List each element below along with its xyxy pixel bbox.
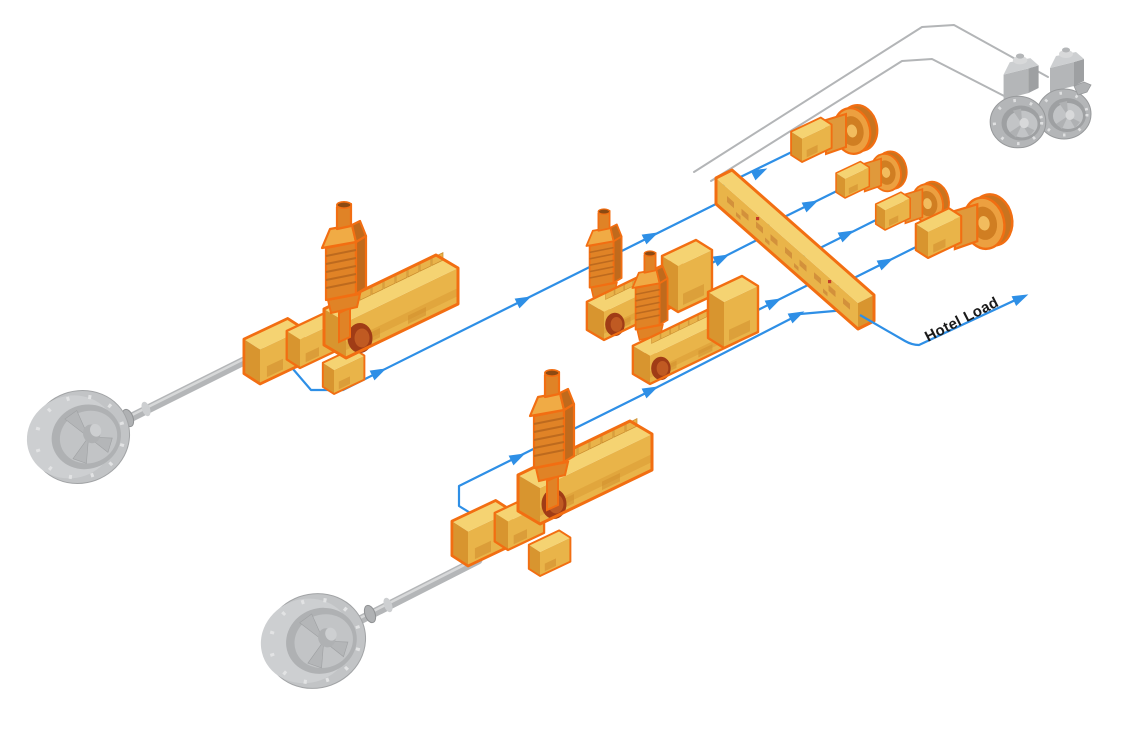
flow-arrow-icon [750, 163, 770, 181]
port-propulsion-line [12, 200, 458, 501]
consumer-motor-2-icon [836, 149, 910, 198]
cable [693, 24, 1049, 173]
flow-line-hotel-load [859, 295, 1025, 347]
starboard-propeller-icon [248, 579, 379, 703]
flow-arrow-icon [1011, 289, 1031, 307]
bow-thruster-1-icon [988, 51, 1048, 150]
switchboard-indicator [756, 217, 760, 221]
flow-arrow-icon [712, 249, 732, 267]
port-shaft [105, 347, 267, 433]
flow-arrow-icon [801, 195, 821, 213]
flow-arrow-icon [837, 225, 857, 243]
flow-arrow-icon [764, 293, 784, 311]
starboard-shaft [347, 555, 483, 629]
starboard-propulsion-line [248, 368, 652, 704]
switchboard-vents [727, 196, 850, 310]
flow-arrow-icon [641, 227, 661, 245]
switchboard-indicator [828, 280, 832, 284]
bow-thrusters [988, 46, 1093, 150]
port-propeller-icon [12, 374, 145, 501]
flow-arrow-icon [508, 448, 528, 466]
bow-thruster-cables [693, 24, 1049, 182]
flow-arrow-icon [514, 291, 534, 309]
consumer-units [791, 102, 1017, 258]
consumer-motor-1-icon [791, 102, 881, 162]
flow-arrow-icon [369, 363, 389, 381]
thruster-fitting [1073, 81, 1092, 96]
hotel-load-label: Hotel Load [922, 294, 1001, 346]
genset-1-alternator-icon [660, 238, 714, 314]
flow-arrow-icon [787, 306, 807, 324]
hotel-load-feeder: Hotel Load [859, 289, 1031, 347]
flow-arrow-icon [876, 253, 896, 271]
genset-2-alternator-icon [706, 274, 760, 350]
main-switchboard [714, 168, 876, 331]
cable [710, 58, 1013, 182]
